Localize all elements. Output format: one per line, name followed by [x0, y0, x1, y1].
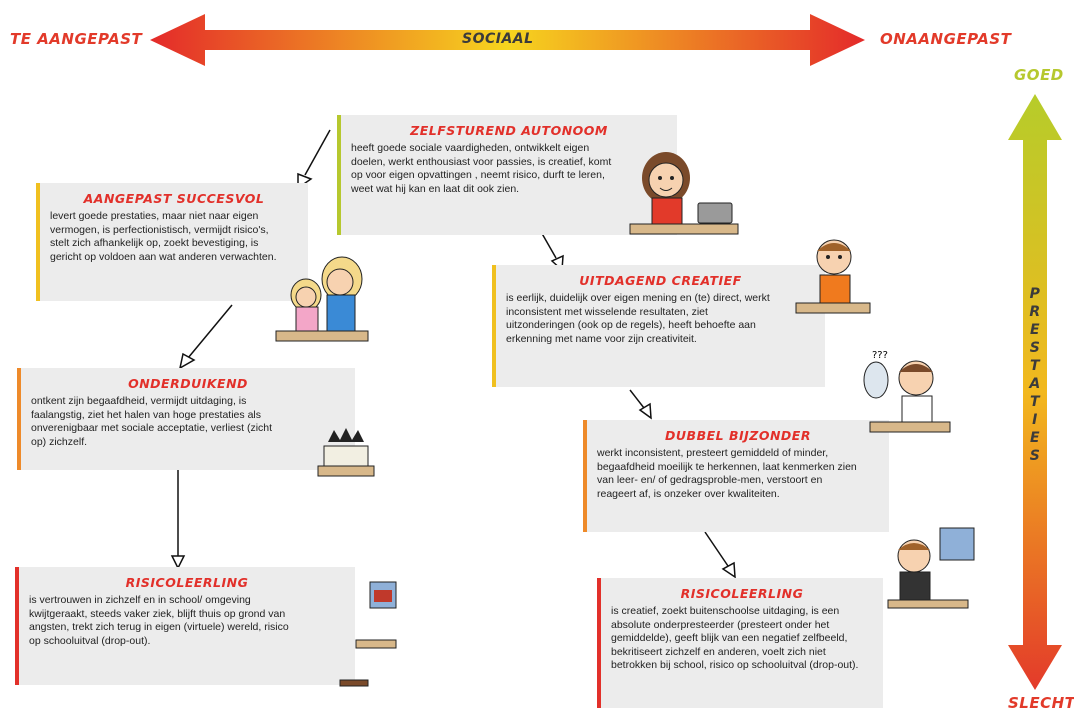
- perf-letter: S: [1029, 340, 1041, 356]
- mother-daughter-illustration: [275, 256, 369, 342]
- card-title: ONDERDUIKEND: [128, 376, 248, 391]
- card-text: is creatief, zoekt buitenschoolse uitdag…: [611, 605, 859, 671]
- card-title: RISICOLEERLING: [125, 575, 249, 590]
- empty-desk-tv-illustration: [339, 581, 397, 687]
- card-title: RISICOLEERLING: [680, 586, 804, 601]
- perf-letter: T: [1029, 358, 1041, 374]
- social-axis-arrow: [150, 14, 865, 66]
- creative-student-illustration: [795, 239, 871, 314]
- perf-letter: E: [1029, 322, 1041, 338]
- card-title: UITDAGEND CREATIEF: [579, 273, 742, 288]
- connector-zelfsturend-aangepast: [304, 129, 331, 176]
- perf-letter: P: [1029, 286, 1041, 302]
- axis-label-goed: GOED: [1014, 66, 1064, 84]
- card-title: ZELFSTUREND AUTONOOM: [410, 123, 608, 138]
- performance-axis-arrow: [1008, 94, 1062, 690]
- card-onderduikend: ONDERDUIKEND ontkent zijn begaafdheid, v…: [17, 368, 355, 470]
- axis-label-slecht: SLECHT: [1008, 694, 1074, 712]
- card-risicoleerling-left: RISICOLEERLING is vertrouwen in zichzelf…: [15, 567, 355, 685]
- axis-label-te-aangepast: TE AANGEPAST: [10, 30, 143, 48]
- card-text: levert goede prestaties, maar niet naar …: [50, 210, 277, 263]
- mirror-student-illustration: ???: [863, 350, 951, 433]
- card-title: AANGEPAST SUCCESVOL: [83, 191, 265, 206]
- connector-uitdagend-dubbel: [629, 389, 645, 409]
- student-laptop-illustration: [629, 152, 739, 235]
- perf-letter: T: [1029, 394, 1041, 410]
- perf-letter: E: [1029, 430, 1041, 446]
- axis-label-onaangepast: ONAANGEPAST: [880, 30, 1012, 48]
- hiding-student-illustration: [317, 428, 375, 477]
- perf-letter: S: [1029, 448, 1041, 464]
- card-aangepast-succesvol: AANGEPAST SUCCESVOL levert goede prestat…: [36, 183, 308, 301]
- card-dubbel-bijzonder: DUBBEL BIJZONDER werkt inconsistent, pre…: [583, 420, 889, 532]
- card-text: is vertrouwen in zichzelf en in school/ …: [29, 594, 289, 647]
- axis-label-sociaal: SOCIAAL: [462, 31, 534, 47]
- card-risicoleerling-right: RISICOLEERLING is creatief, zoekt buiten…: [597, 578, 883, 708]
- perf-letter: R: [1029, 304, 1041, 320]
- card-text: werkt inconsistent, presteert gemiddeld …: [597, 447, 857, 500]
- card-uitdagend-creatief: UITDAGEND CREATIEF is eerlijk, duidelijk…: [492, 265, 825, 387]
- card-text: is eerlijk, duidelijk over eigen mening …: [506, 292, 770, 345]
- card-text: ontkent zijn begaafdheid, vermijdt uitda…: [31, 395, 273, 448]
- card-text: heeft goede sociale vaardigheden, ontwik…: [351, 142, 612, 195]
- connector-dubbel-risico: [704, 531, 729, 567]
- connector-aangepast-onderduikend: [187, 304, 233, 359]
- perf-letter: A: [1029, 376, 1041, 392]
- screen-student-illustration: [887, 527, 975, 609]
- perf-letter: I: [1032, 412, 1038, 428]
- card-zelfsturend-autonoom: ZELFSTUREND AUTONOOM heeft goede sociale…: [337, 115, 677, 235]
- card-title: DUBBEL BIJZONDER: [665, 428, 811, 443]
- question-marks: ???: [872, 350, 888, 361]
